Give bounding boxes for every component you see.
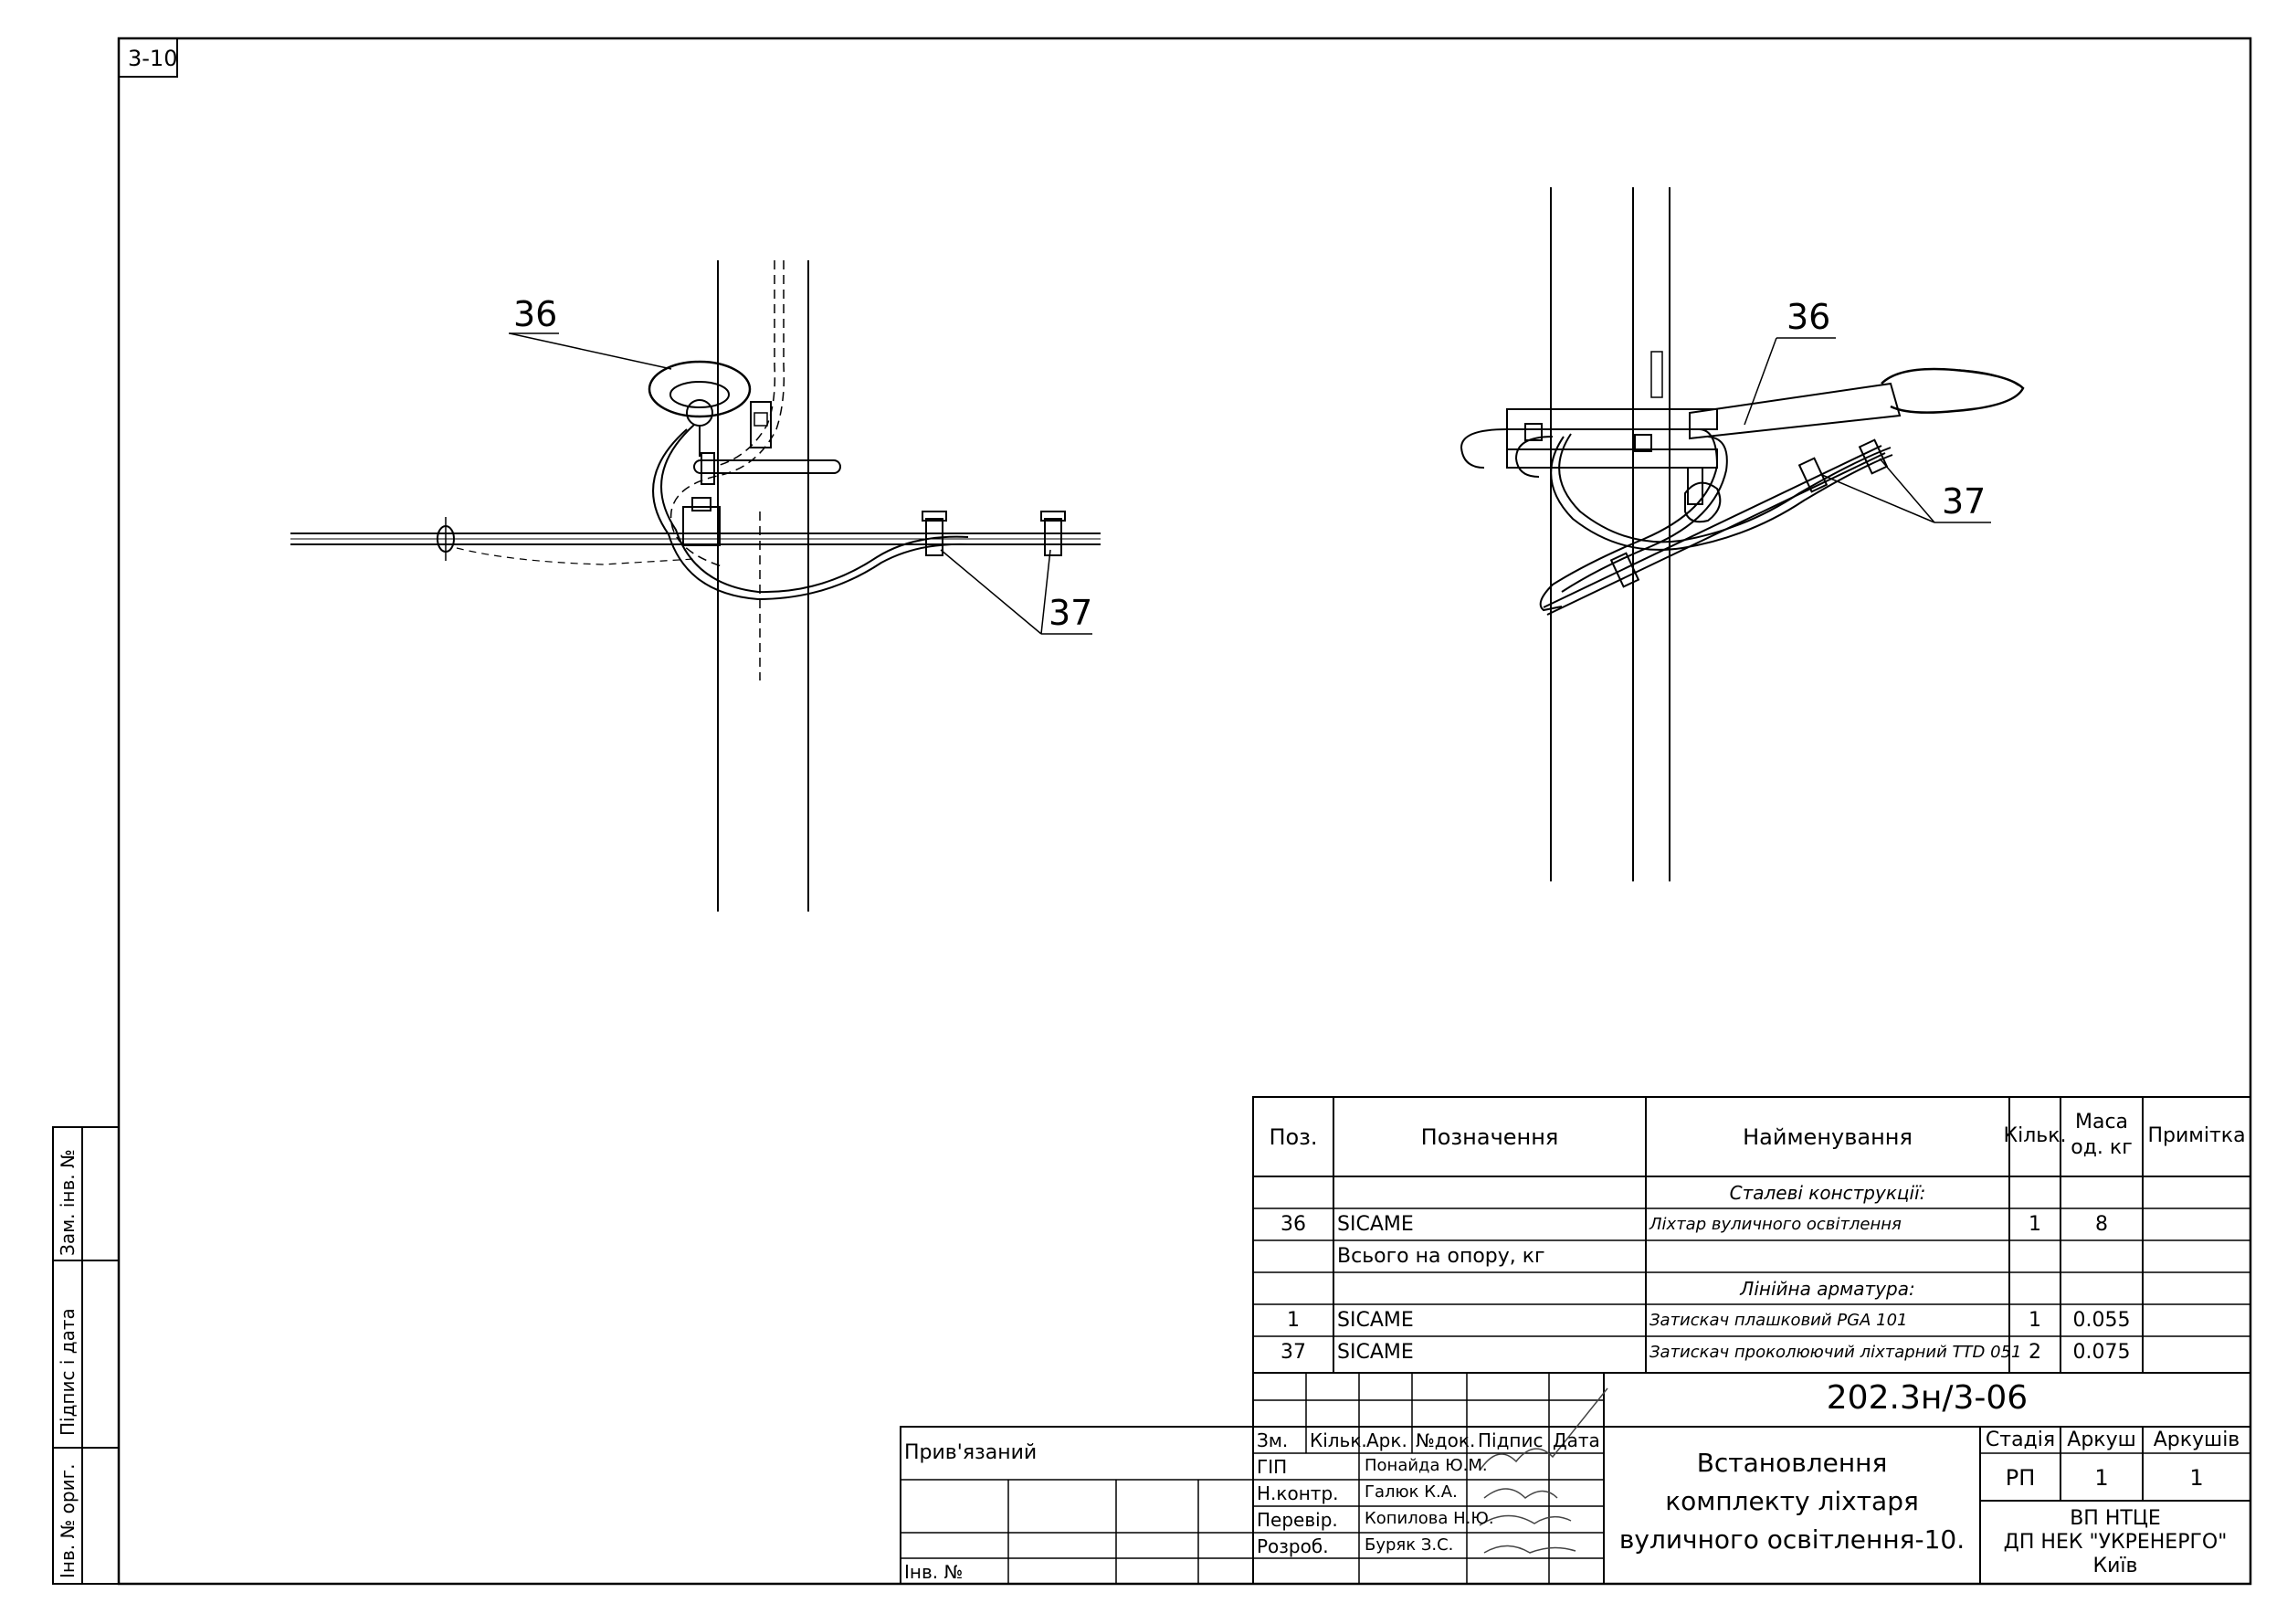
right-label-37: 37 bbox=[1942, 481, 1987, 522]
title-line-2: комплекту ліхтаря bbox=[1665, 1486, 1919, 1516]
spec-header-name: Найменування bbox=[1743, 1124, 1913, 1150]
staff-2-name: Галюк К.А. bbox=[1365, 1482, 1458, 1502]
title-block-grid bbox=[900, 1372, 2251, 1585]
spec-table-grid bbox=[1252, 1096, 2251, 1374]
staff-1-role: ГІП bbox=[1257, 1456, 1288, 1478]
stadia-value: РП bbox=[2005, 1465, 2036, 1491]
staff-1-name: Понайда Ю.М. bbox=[1365, 1456, 1488, 1475]
side-stamp-zam-inv: Зам. інв. № bbox=[57, 1149, 79, 1256]
col-kilk: Кільк. bbox=[1310, 1429, 1367, 1451]
org-line-3: Київ bbox=[2092, 1555, 2138, 1577]
org-line-2: ДП НЕК "УКРЕНЕРГО" bbox=[2003, 1531, 2228, 1554]
arkushiv-value: 1 bbox=[2189, 1465, 2204, 1491]
spec-row-1-name: Ліхтар вуличного освітлення bbox=[1649, 1215, 1902, 1234]
col-data: Дата bbox=[1553, 1429, 1600, 1451]
spec-section-steel: Сталеві конструкції: bbox=[1729, 1182, 1926, 1204]
left-view-drawing bbox=[290, 260, 1101, 912]
staff-3-name: Копилова Н.Ю. bbox=[1365, 1509, 1494, 1528]
right-view-drawing bbox=[1460, 187, 2025, 881]
side-stamp-pidpys: Підпис і дата bbox=[57, 1308, 79, 1436]
arkushiv-label: Аркушів bbox=[2153, 1429, 2240, 1451]
spec-row-4-mass: 0.075 bbox=[2072, 1341, 2131, 1364]
spec-row-4-name: Затискач проколюючий ліхтарний TTD 051 bbox=[1649, 1343, 2022, 1362]
col-ndok: №док. bbox=[1416, 1429, 1476, 1451]
col-zm: Зм. bbox=[1257, 1429, 1289, 1451]
col-ark: Арк. bbox=[1366, 1429, 1407, 1451]
spec-section-line: Лінійна арматура: bbox=[1740, 1278, 1915, 1300]
spec-row-1-pos: 36 bbox=[1281, 1213, 1306, 1236]
inv-no-label: Інв. № bbox=[904, 1561, 964, 1583]
left-label-36: 36 bbox=[513, 294, 558, 334]
spec-row-4-designation: SICAME bbox=[1337, 1341, 1414, 1364]
spec-row-1-qty: 1 bbox=[2029, 1213, 2041, 1236]
org-line-1: ВП НТЦЕ bbox=[2070, 1507, 2161, 1530]
spec-header-pos: Поз. bbox=[1269, 1124, 1318, 1150]
spec-header-mass-1: Маса bbox=[2074, 1111, 2129, 1134]
spec-row-4-qty: 2 bbox=[2029, 1341, 2041, 1364]
staff-3-role: Перевір. bbox=[1257, 1509, 1338, 1531]
signature-scribbles bbox=[1479, 1387, 1608, 1554]
spec-row-1-mass: 8 bbox=[2095, 1213, 2108, 1236]
spec-header-mass-2: од. кг bbox=[2071, 1136, 2133, 1159]
spec-header-designation: Позначення bbox=[1420, 1124, 1559, 1150]
spec-row-3-name: Затискач плашковий PGA 101 bbox=[1649, 1311, 1908, 1330]
title-line-3: вуличного освітлення-10. bbox=[1618, 1524, 1966, 1555]
doc-code: 202.3н/3-06 bbox=[1826, 1379, 2029, 1417]
right-label-36: 36 bbox=[1786, 297, 1831, 337]
side-stamp-inv-orig: Інв. № ориг. bbox=[57, 1463, 79, 1578]
spec-row-3-designation: SICAME bbox=[1337, 1309, 1414, 1332]
staff-2-role: Н.контр. bbox=[1257, 1482, 1339, 1504]
sheet-code: 3-10 bbox=[128, 46, 178, 71]
col-pidpys: Підпис bbox=[1478, 1429, 1544, 1451]
spec-header-qty: Кільк. bbox=[2003, 1124, 2067, 1147]
spec-row-3-mass: 0.055 bbox=[2072, 1309, 2131, 1332]
spec-row-3-qty: 1 bbox=[2029, 1309, 2041, 1332]
spec-row-4-pos: 37 bbox=[1281, 1341, 1306, 1364]
staff-4-role: Розроб. bbox=[1257, 1535, 1329, 1557]
spec-row-1-designation: SICAME bbox=[1337, 1213, 1414, 1236]
spec-row-2-designation: Всього на опору, кг bbox=[1337, 1245, 1545, 1268]
arkush-value: 1 bbox=[2094, 1465, 2109, 1491]
arkush-label: Аркуш bbox=[2067, 1429, 2136, 1451]
stadia-label: Стадія bbox=[1985, 1429, 2056, 1451]
title-line-1: Встановлення bbox=[1696, 1448, 1888, 1478]
privyazanyi-label: Прив'язаний bbox=[904, 1441, 1038, 1464]
spec-header-note: Примітка bbox=[2147, 1124, 2246, 1147]
staff-4-name: Буряк З.С. bbox=[1365, 1535, 1454, 1555]
left-label-37: 37 bbox=[1049, 593, 1093, 633]
spec-row-3-pos: 1 bbox=[1287, 1309, 1300, 1332]
